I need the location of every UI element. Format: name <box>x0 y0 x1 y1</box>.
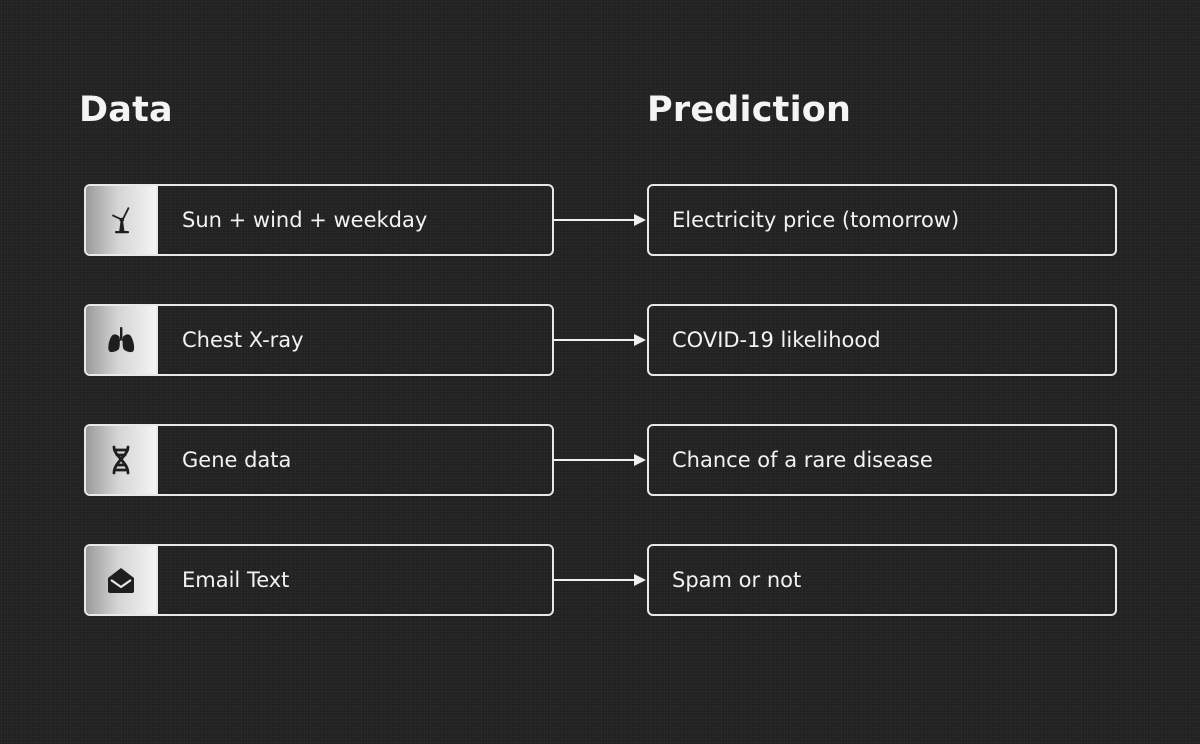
row-covid: Chest X-ray COVID-19 likelihood <box>0 304 1200 376</box>
icon-cell <box>86 306 158 374</box>
prediction-label: COVID-19 likelihood <box>672 328 881 352</box>
data-box: Gene data <box>84 424 554 496</box>
dna-icon <box>112 445 130 475</box>
prediction-box: Electricity price (tomorrow) <box>647 184 1117 256</box>
data-box: Email Text <box>84 544 554 616</box>
prediction-label: Spam or not <box>672 568 802 592</box>
prediction-box: COVID-19 likelihood <box>647 304 1117 376</box>
wind-turbine-icon <box>112 207 130 234</box>
arrow-icon <box>554 214 646 226</box>
row-gene: Gene data Chance of a rare disease <box>0 424 1200 496</box>
data-label: Sun + wind + weekday <box>182 208 428 232</box>
data-label: Chest X-ray <box>182 328 304 352</box>
prediction-box: Spam or not <box>647 544 1117 616</box>
icon-cell <box>86 546 158 614</box>
data-label: Gene data <box>182 448 292 472</box>
lungs-icon <box>108 327 135 353</box>
icon-cell <box>86 426 158 494</box>
prediction-label: Chance of a rare disease <box>672 448 933 472</box>
row-electricity: Sun + wind + weekday Electricity price (… <box>0 184 1200 256</box>
data-box: Sun + wind + weekday <box>84 184 554 256</box>
row-email: Email Text Spam or not <box>0 544 1200 616</box>
prediction-box: Chance of a rare disease <box>647 424 1117 496</box>
icon-cell <box>86 186 158 254</box>
data-label: Email Text <box>182 568 290 592</box>
data-box: Chest X-ray <box>84 304 554 376</box>
data-heading: Data <box>79 90 173 130</box>
arrow-icon <box>554 454 646 466</box>
prediction-heading: Prediction <box>647 90 852 130</box>
arrow-icon <box>554 574 646 586</box>
envelope-icon <box>108 568 134 593</box>
prediction-label: Electricity price (tomorrow) <box>672 208 960 232</box>
arrow-icon <box>554 334 646 346</box>
